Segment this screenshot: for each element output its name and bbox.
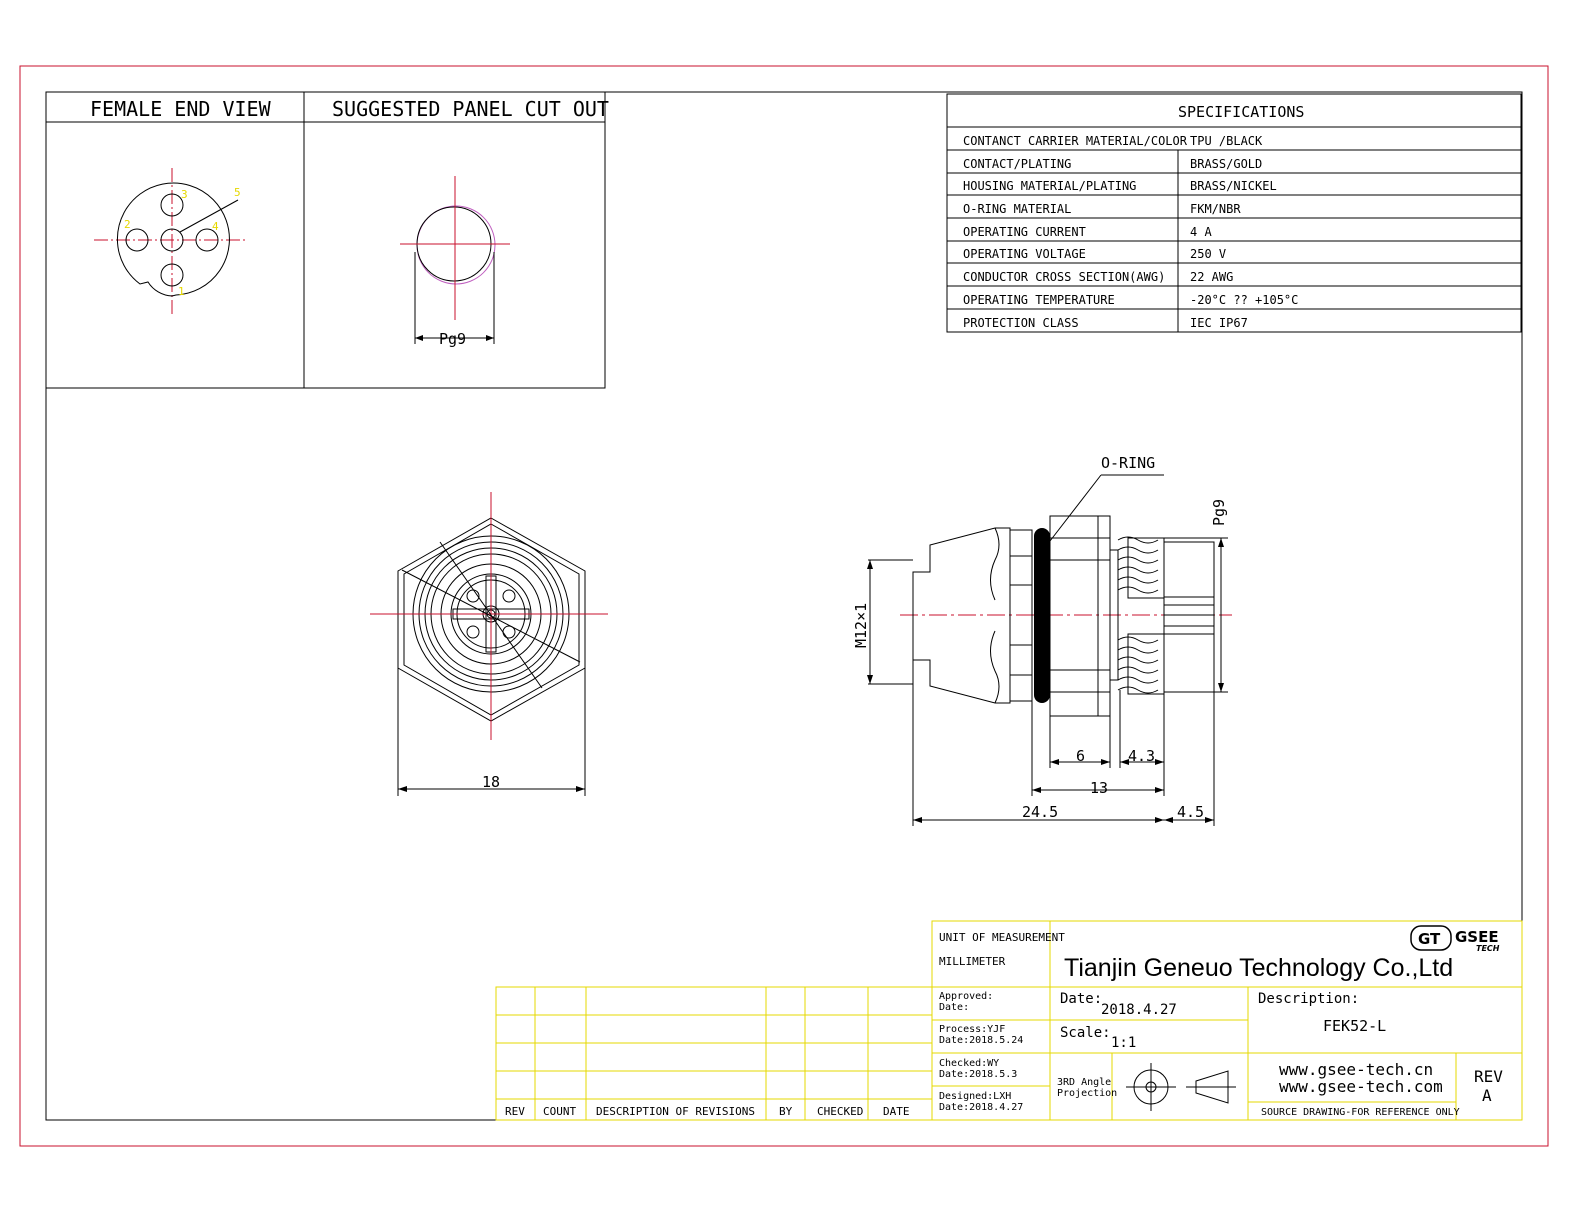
spec-value-temperature: -20°C ?? +105°C	[1190, 293, 1298, 307]
spec-value-current: 4 A	[1190, 225, 1212, 239]
rev-header-description: DESCRIPTION OF REVISIONS	[596, 1105, 755, 1118]
company-name: Tianjin Geneuo Technology Co.,Ltd	[1064, 954, 1453, 982]
rev-header-count: COUNT	[543, 1105, 576, 1118]
spec-label-carrier: CONTANCT CARRIER MATERIAL/COLOR	[963, 134, 1188, 148]
oring-label: O-RING	[1101, 454, 1155, 472]
pin-hole-3	[160, 193, 184, 217]
spec-value-contact: BRASS/GOLD	[1190, 157, 1262, 171]
revision-table: REV COUNT DESCRIPTION OF REVISIONS BY CH…	[495, 986, 933, 1121]
pin-label-2: 2	[124, 218, 131, 231]
dim-4-5: 4.5	[1177, 803, 1204, 821]
spec-label-cross-section: CONDUCTOR CROSS SECTION(AWG)	[963, 270, 1165, 284]
panel-dim-label: Pg9	[439, 330, 466, 348]
spec-label-temperature: OPERATING TEMPERATURE	[963, 293, 1115, 307]
logo-brand: GSEE	[1455, 928, 1499, 946]
projection-line1: 3RD Angle	[1057, 1077, 1111, 1088]
projection-symbol-icon	[1126, 1063, 1236, 1111]
rev-header-checked: CHECKED	[817, 1105, 863, 1118]
spec-title: SPECIFICATIONS	[1178, 103, 1304, 121]
unit-label: UNIT OF MEASUREMENT	[939, 931, 1065, 944]
pin-hole-2	[125, 228, 149, 252]
rev-header-date: DATE	[883, 1105, 910, 1118]
pin-label-5: 5	[234, 186, 241, 199]
sheet-border	[19, 65, 1549, 1147]
process-label: Process:YJF	[939, 1024, 1005, 1035]
approved-label: Approved:	[939, 991, 993, 1002]
date-label: Date:	[1060, 991, 1102, 1007]
spec-label-protection: PROTECTION CLASS	[963, 316, 1079, 330]
spec-value-oring: FKM/NBR	[1190, 202, 1241, 216]
pin-hole-5	[160, 228, 184, 252]
dim-6: 6	[1076, 747, 1085, 765]
spec-value-protection: IEC IP67	[1190, 316, 1248, 330]
spec-label-contact: CONTACT/PLATING	[963, 157, 1071, 171]
rev-label: REV	[1474, 1067, 1503, 1086]
website-com: www.gsee-tech.com	[1279, 1077, 1443, 1096]
o-ring-shape	[1034, 528, 1050, 703]
approved-date: Date:	[939, 1002, 969, 1013]
rev-header-by: BY	[779, 1105, 793, 1118]
panel-cut-title: SUGGESTED PANEL CUT OUT	[332, 97, 609, 121]
unit-value: MILLIMETER	[939, 955, 1006, 968]
female-end-face: 1 2 3 4 5	[94, 168, 248, 316]
pin-hole-4	[195, 228, 219, 252]
spec-value-voltage: 250 V	[1190, 247, 1226, 261]
female-end-view-title: FEMALE END VIEW	[90, 97, 272, 121]
pin-label-4: 4	[212, 220, 219, 233]
checked-label: Checked:WY	[939, 1058, 999, 1069]
description-label: Description:	[1258, 991, 1359, 1007]
dim-4-3: 4.3	[1128, 747, 1155, 765]
spec-label-voltage: OPERATING VOLTAGE	[963, 247, 1086, 261]
spec-value-cross-section: 22 AWG	[1190, 270, 1233, 284]
panel-cutout: Pg9	[400, 176, 510, 348]
source-note: SOURCE DRAWING-FOR REFERENCE ONLY	[1261, 1107, 1460, 1118]
spec-label-oring: O-RING MATERIAL	[963, 202, 1071, 216]
scale-value: 1:1	[1111, 1035, 1136, 1051]
spec-label-current: OPERATING CURRENT	[963, 225, 1086, 239]
dim-24-5: 24.5	[1022, 803, 1058, 821]
pin-label-1: 1	[178, 285, 185, 298]
end-view-panel: FEMALE END VIEW SUGGESTED PANEL CUT OUT …	[45, 91, 609, 389]
website-cn: www.gsee-tech.cn	[1279, 1060, 1433, 1079]
description-value: FEK52-L	[1323, 1017, 1386, 1035]
rev-header-rev: REV	[505, 1105, 525, 1118]
spec-label-housing: HOUSING MATERIAL/PLATING	[963, 179, 1136, 193]
checked-date: Date:2018.5.3	[939, 1069, 1017, 1080]
spec-value-housing: BRASS/NICKEL	[1190, 179, 1277, 193]
front-hex-view: 18	[370, 492, 608, 796]
date-value: 2018.4.27	[1101, 1002, 1177, 1018]
specifications-table: SPECIFICATIONS CONTANCT CARRIER MATERIAL…	[946, 93, 1522, 333]
rev-value: A	[1482, 1086, 1492, 1105]
thread-upper	[1117, 536, 1165, 599]
spec-value-carrier: TPU /BLACK	[1190, 134, 1263, 148]
dim-13: 13	[1090, 779, 1108, 797]
pin-label-3: 3	[181, 188, 188, 201]
title-block: UNIT OF MEASUREMENT MILLIMETER Tianjin G…	[931, 920, 1523, 1121]
logo-letters: GT	[1418, 930, 1441, 948]
side-pg-label: Pg9	[1210, 499, 1228, 526]
front-width-dim: 18	[482, 773, 500, 791]
gsee-logo: GT GSEE TECH	[1410, 925, 1500, 953]
thread-label: M12×1	[852, 603, 870, 648]
pin-hole-1	[160, 263, 184, 287]
scale-label: Scale:	[1060, 1025, 1111, 1041]
logo-sub: TECH	[1476, 944, 1500, 953]
process-date: Date:2018.5.24	[939, 1035, 1023, 1046]
thread-lower	[1117, 633, 1165, 695]
side-view: O-RING M12×1 Pg9 6 4.3 13 24.5	[852, 454, 1232, 826]
designed-label: Designed:LXH	[939, 1091, 1011, 1102]
projection-line2: Projection	[1057, 1088, 1117, 1099]
designed-date: Date:2018.4.27	[939, 1102, 1023, 1113]
